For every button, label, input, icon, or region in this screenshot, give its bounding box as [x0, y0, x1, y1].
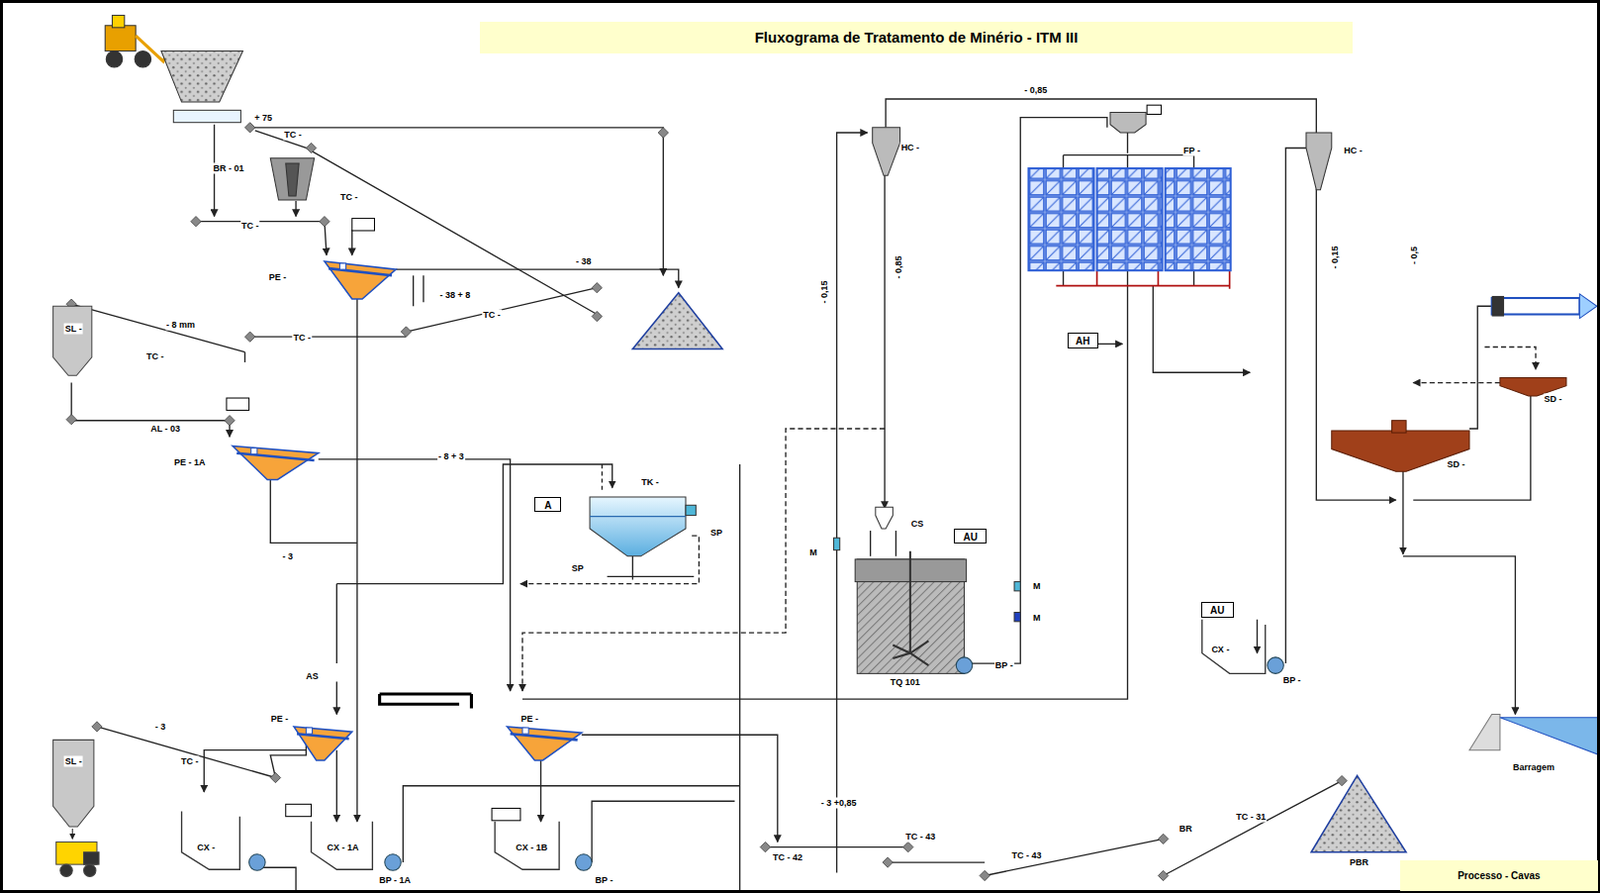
equipment-tag: TC -: [481, 308, 502, 320]
equipment-tag: PE -: [270, 712, 290, 724]
equipment-tag: AS: [304, 670, 320, 682]
equipment-tag: - 38: [574, 255, 593, 267]
equipment-tag: PBR: [1348, 856, 1370, 868]
diagram-title: Fluxograma de Tratamento de Minério - IT…: [754, 28, 1079, 46]
equipment-tag: FP -: [1182, 144, 1202, 156]
equipment-tag: - 0,85: [892, 255, 904, 281]
equipment-tag: + 75: [253, 111, 274, 123]
node-label: Processo - Cavas: [1457, 869, 1540, 881]
equipment-tag: - 8 mm: [165, 318, 196, 330]
reagent-box: AU: [953, 528, 987, 544]
equipment-tag: CX - 1A: [325, 841, 360, 852]
equipment-tag: TC - 43: [1010, 848, 1042, 860]
reagent-box: A: [534, 496, 562, 512]
node-label: AU: [1205, 603, 1230, 617]
title-band: Fluxograma de Tratamento de Minério - IT…: [479, 21, 1354, 54]
equipment-tag: TC - 43: [904, 831, 937, 843]
equipment-tag: PE -: [268, 272, 288, 283]
equipment-tag: - 3 +0,85: [820, 797, 858, 809]
equipment-tag: TQ 101: [889, 675, 922, 687]
equipment-tag: BP -: [1282, 673, 1303, 685]
equipment-tag: - 8 + 3: [437, 450, 466, 462]
equipment-tag: CX -: [1210, 643, 1230, 655]
equipment-tag: TC -: [282, 129, 303, 141]
equipment-tag: BR: [1178, 823, 1194, 835]
equipment-tag: HC -: [1342, 144, 1364, 156]
equipment-tag: SD -: [1446, 459, 1467, 471]
equipment-tag: - 0,85: [1023, 84, 1048, 95]
node-label: AU: [957, 530, 983, 544]
equipment-tag: BR - 01: [211, 163, 245, 175]
equipment-tag: BP -: [594, 873, 615, 885]
equipment-tag: TC -: [180, 755, 200, 767]
equipment-tag: CX - 1B: [514, 841, 549, 852]
equipment-tag: TC -: [339, 190, 360, 202]
equipment-tag: M: [1032, 611, 1042, 623]
reagent-box: AU: [1201, 601, 1234, 617]
equipment-tag: - 0,15: [1328, 244, 1340, 270]
equipment-tag: - 3: [282, 550, 295, 562]
equipment-tag: PE - 1A: [173, 456, 207, 468]
equipment-tag: TC -: [145, 350, 166, 362]
equipment-tag: CX -: [195, 841, 216, 852]
equipment-tag: AL - 03: [149, 422, 182, 434]
reagent-box: AH: [1067, 332, 1099, 348]
equipment-tag: SP: [709, 527, 724, 539]
node-label: A: [538, 498, 558, 512]
equipment-tag: M: [808, 546, 819, 558]
equipment-tag: - 38 + 8: [439, 288, 472, 300]
equipment-tag: SL -: [64, 322, 84, 334]
equipment-tag: Barragem: [1511, 761, 1556, 773]
equipment-tag: TC -: [240, 219, 261, 231]
equipment-tag: TC -: [292, 332, 313, 344]
equipment-tag: BP - 1A: [377, 873, 412, 885]
equipment-tag: SP: [570, 563, 585, 574]
equipment-tag: PE -: [519, 712, 540, 724]
equipment-tag: CS: [910, 517, 926, 529]
equipment-tag: SL -: [64, 755, 84, 767]
equipment-tag: TC - 42: [771, 850, 804, 862]
node-label: AH: [1071, 334, 1095, 348]
equipment-tag: SD -: [1543, 393, 1564, 405]
equipment-tag: - 0,5: [1409, 245, 1420, 266]
equipment-tag: BP -: [994, 659, 1015, 671]
process-band: Processo - Cavas: [1400, 859, 1599, 891]
equipment-tag: TC - 31: [1234, 810, 1267, 822]
equipment-tag: TK -: [640, 475, 660, 487]
equipment-tag: M: [1032, 579, 1042, 591]
equipment-tag: - 0,15: [819, 279, 831, 304]
equipment-tag: - 3: [154, 720, 168, 732]
equipment-tag: HC -: [900, 142, 922, 154]
